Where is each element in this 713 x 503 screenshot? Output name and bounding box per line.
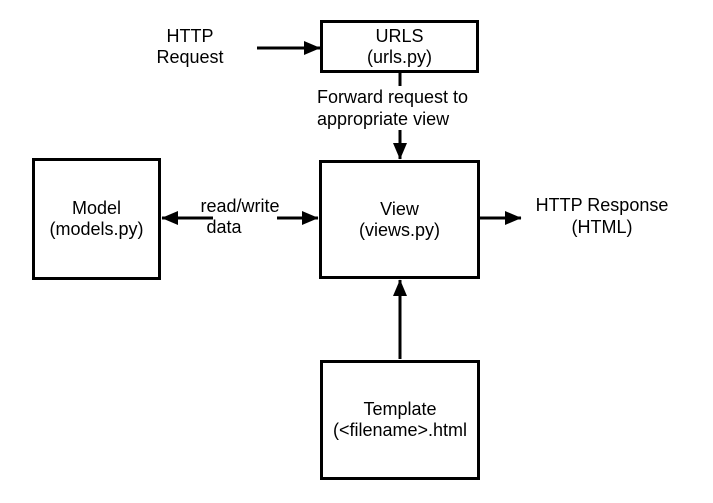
node-view: View (views.py) xyxy=(319,160,480,279)
label-forward-request-line1: Forward request to xyxy=(317,87,469,107)
label-forward-request: Forward request to appropriate view xyxy=(317,86,483,130)
node-template-title: Template xyxy=(363,399,437,419)
label-http-request-line1: HTTP xyxy=(166,26,214,46)
node-urls: URLS (urls.py) xyxy=(320,20,479,73)
label-http-request-line2: Request xyxy=(156,47,224,67)
node-model-filename: (models.py) xyxy=(49,219,144,239)
node-urls-title: URLS xyxy=(375,25,424,46)
label-http-request: HTTP Request xyxy=(140,26,240,68)
label-forward-request-line2: appropriate view xyxy=(317,109,450,129)
node-urls-filename: (urls.py) xyxy=(366,46,432,67)
node-model: Model (models.py) xyxy=(32,158,161,280)
label-read-write-data: data xyxy=(206,217,242,237)
label-http-response-line2: (HTML) xyxy=(571,217,633,237)
node-model-title: Model xyxy=(71,198,122,218)
label-http-response-line1: HTTP Response xyxy=(535,195,669,215)
node-view-title: View xyxy=(380,198,419,219)
label-read-write: read/write xyxy=(200,196,280,216)
node-view-filename: (views.py) xyxy=(358,219,440,240)
node-template: Template (<filename>.html xyxy=(320,360,480,480)
node-template-filename: (<filename>.html xyxy=(332,420,468,440)
label-http-response: HTTP Response (HTML) xyxy=(528,194,676,238)
